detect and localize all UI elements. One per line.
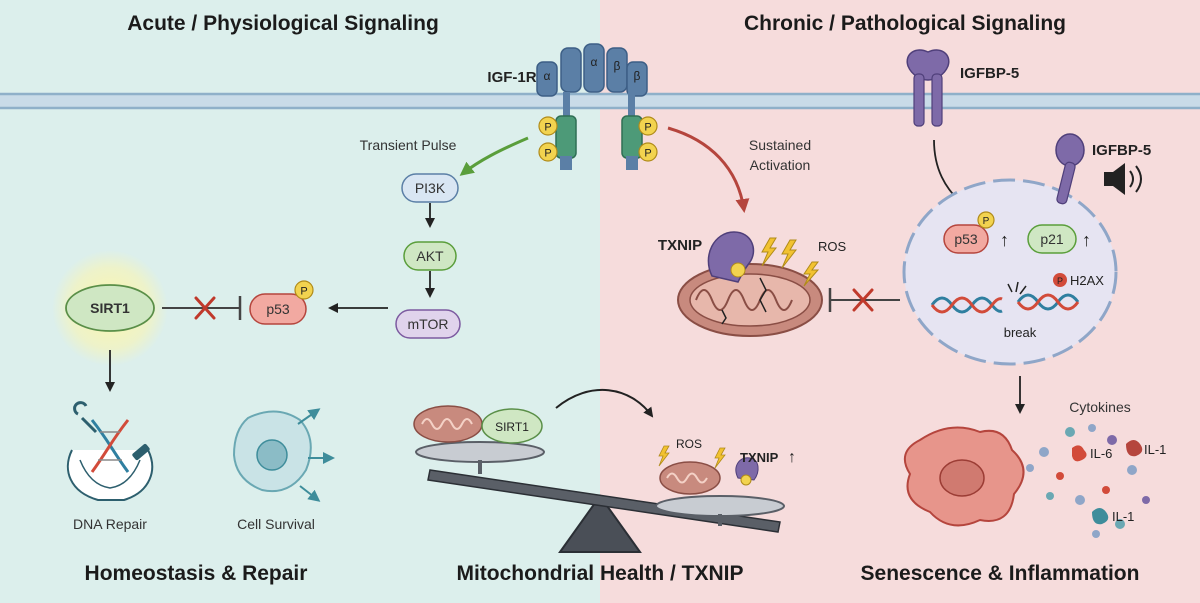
svg-text:p21: p21 — [1040, 231, 1064, 247]
svg-text:AKT: AKT — [416, 248, 444, 264]
svg-text:SIRT1: SIRT1 — [90, 300, 130, 316]
cell-membrane — [0, 92, 1200, 110]
h2ax-label: H2AX — [1070, 273, 1104, 288]
beta-label-right: β — [634, 69, 641, 83]
sirt1-node: SIRT1 — [52, 250, 168, 366]
il6-cytokine: IL-6 — [1072, 445, 1112, 462]
balance-shift-arrow — [555, 388, 654, 418]
txnip-up-arrow: ↑ — [788, 449, 796, 466]
speaker-icon — [1104, 163, 1142, 195]
sustained-label-line2: Activation — [750, 157, 811, 173]
igf1r-label: IGF-1R — [487, 69, 536, 86]
senescent-cell-icon — [903, 426, 1025, 527]
blocked-x-icon — [194, 296, 216, 320]
sustained-label-line1: Sustained — [749, 137, 811, 153]
right-panel-title: Chronic / Pathological Signaling — [744, 12, 1066, 35]
p53-node-chronic: p53 P — [943, 211, 995, 254]
dna-repair-hands-icon — [67, 401, 153, 501]
ros-lightning-icon — [761, 237, 820, 287]
mitochondrion-damaged — [677, 263, 823, 337]
nucleus-mito-inhibition — [828, 288, 900, 312]
il1-cytokine-b: IL-1 — [1092, 508, 1134, 525]
mitochondrial-health-title: Mitochondrial Health / TXNIP — [456, 562, 743, 585]
homeostasis-title: Homeostasis & Repair — [85, 562, 308, 585]
cell-survival-icon — [232, 408, 335, 502]
ros-label: ROS — [818, 239, 847, 254]
svg-text:P: P — [1057, 276, 1063, 286]
cell-survival-label: Cell Survival — [237, 516, 315, 532]
damaged-mito-balance-icon — [658, 445, 759, 495]
transient-pulse-arrow — [459, 136, 529, 176]
senescence-title: Senescence & Inflammation — [861, 562, 1140, 585]
alpha-label-left: α — [544, 69, 551, 83]
il1-cytokine-a: IL-1 — [1126, 440, 1166, 457]
sustained-activation-arrow — [667, 126, 750, 213]
transient-pulse-label: Transient Pulse — [360, 137, 457, 153]
phospho-p-icon — [977, 211, 995, 229]
beta-label-top: β — [614, 59, 621, 73]
svg-text:P: P — [983, 216, 990, 227]
balance-scale — [415, 441, 785, 553]
svg-text:p53: p53 — [954, 231, 978, 247]
txnip-protein-icon — [707, 231, 755, 283]
svg-text:P: P — [644, 122, 651, 134]
p53-node-acute: p53 P — [249, 280, 314, 325]
cytokines-title: Cytokines — [1069, 399, 1130, 415]
svg-text:IL-1: IL-1 — [1144, 442, 1166, 457]
mtor-node: mTOR — [395, 309, 461, 339]
igfbp5-membrane-receptor — [906, 49, 950, 127]
p21-node: p21 — [1027, 224, 1077, 254]
break-label: break — [1004, 325, 1037, 340]
p53-up-arrow: ↑ — [1000, 230, 1009, 250]
svg-text:IL-6: IL-6 — [1090, 446, 1112, 461]
cytokine-dots — [1026, 424, 1150, 538]
blocked-x-icon — [852, 288, 874, 312]
igfbp5-membrane-label: IGFBP-5 — [960, 65, 1019, 82]
svg-text:p53: p53 — [266, 301, 290, 317]
pi3k-node: PI3K — [401, 173, 459, 203]
igf1r-receptor: IGF-1R α α β β P P P P — [487, 43, 658, 170]
svg-text:P: P — [300, 286, 307, 298]
balance-ros-label: ROS — [676, 437, 702, 451]
svg-text:P: P — [544, 148, 551, 160]
phospho-p-icon — [294, 280, 314, 300]
dna-repair-label: DNA Repair — [73, 516, 147, 532]
healthy-mitochondrion-icon — [413, 405, 483, 443]
svg-text:P: P — [644, 148, 651, 160]
svg-text:SIRT1: SIRT1 — [495, 420, 529, 434]
txnip-label: TXNIP — [658, 237, 702, 254]
igfbp5-secreted-icon — [1055, 133, 1085, 205]
sirt1-balance-node: SIRT1 — [481, 408, 543, 444]
svg-text:P: P — [544, 122, 551, 134]
svg-text:IL-1: IL-1 — [1112, 509, 1134, 524]
blocked-inhibition — [162, 296, 242, 320]
akt-node: AKT — [403, 241, 457, 271]
svg-text:PI3K: PI3K — [415, 180, 446, 196]
svg-text:mTOR: mTOR — [408, 316, 449, 332]
dna-break-icon — [930, 281, 1080, 314]
igfbp5-secreted-label: IGFBP-5 — [1092, 142, 1151, 159]
phospho-p-icon: P P P P — [538, 116, 658, 162]
p21-up-arrow: ↑ — [1082, 230, 1091, 250]
balance-txnip-label: TXNIP — [740, 450, 779, 465]
left-panel-title: Acute / Physiological Signaling — [127, 12, 439, 35]
alpha-label-top: α — [591, 55, 598, 69]
phospho-p-icon — [1053, 273, 1067, 287]
